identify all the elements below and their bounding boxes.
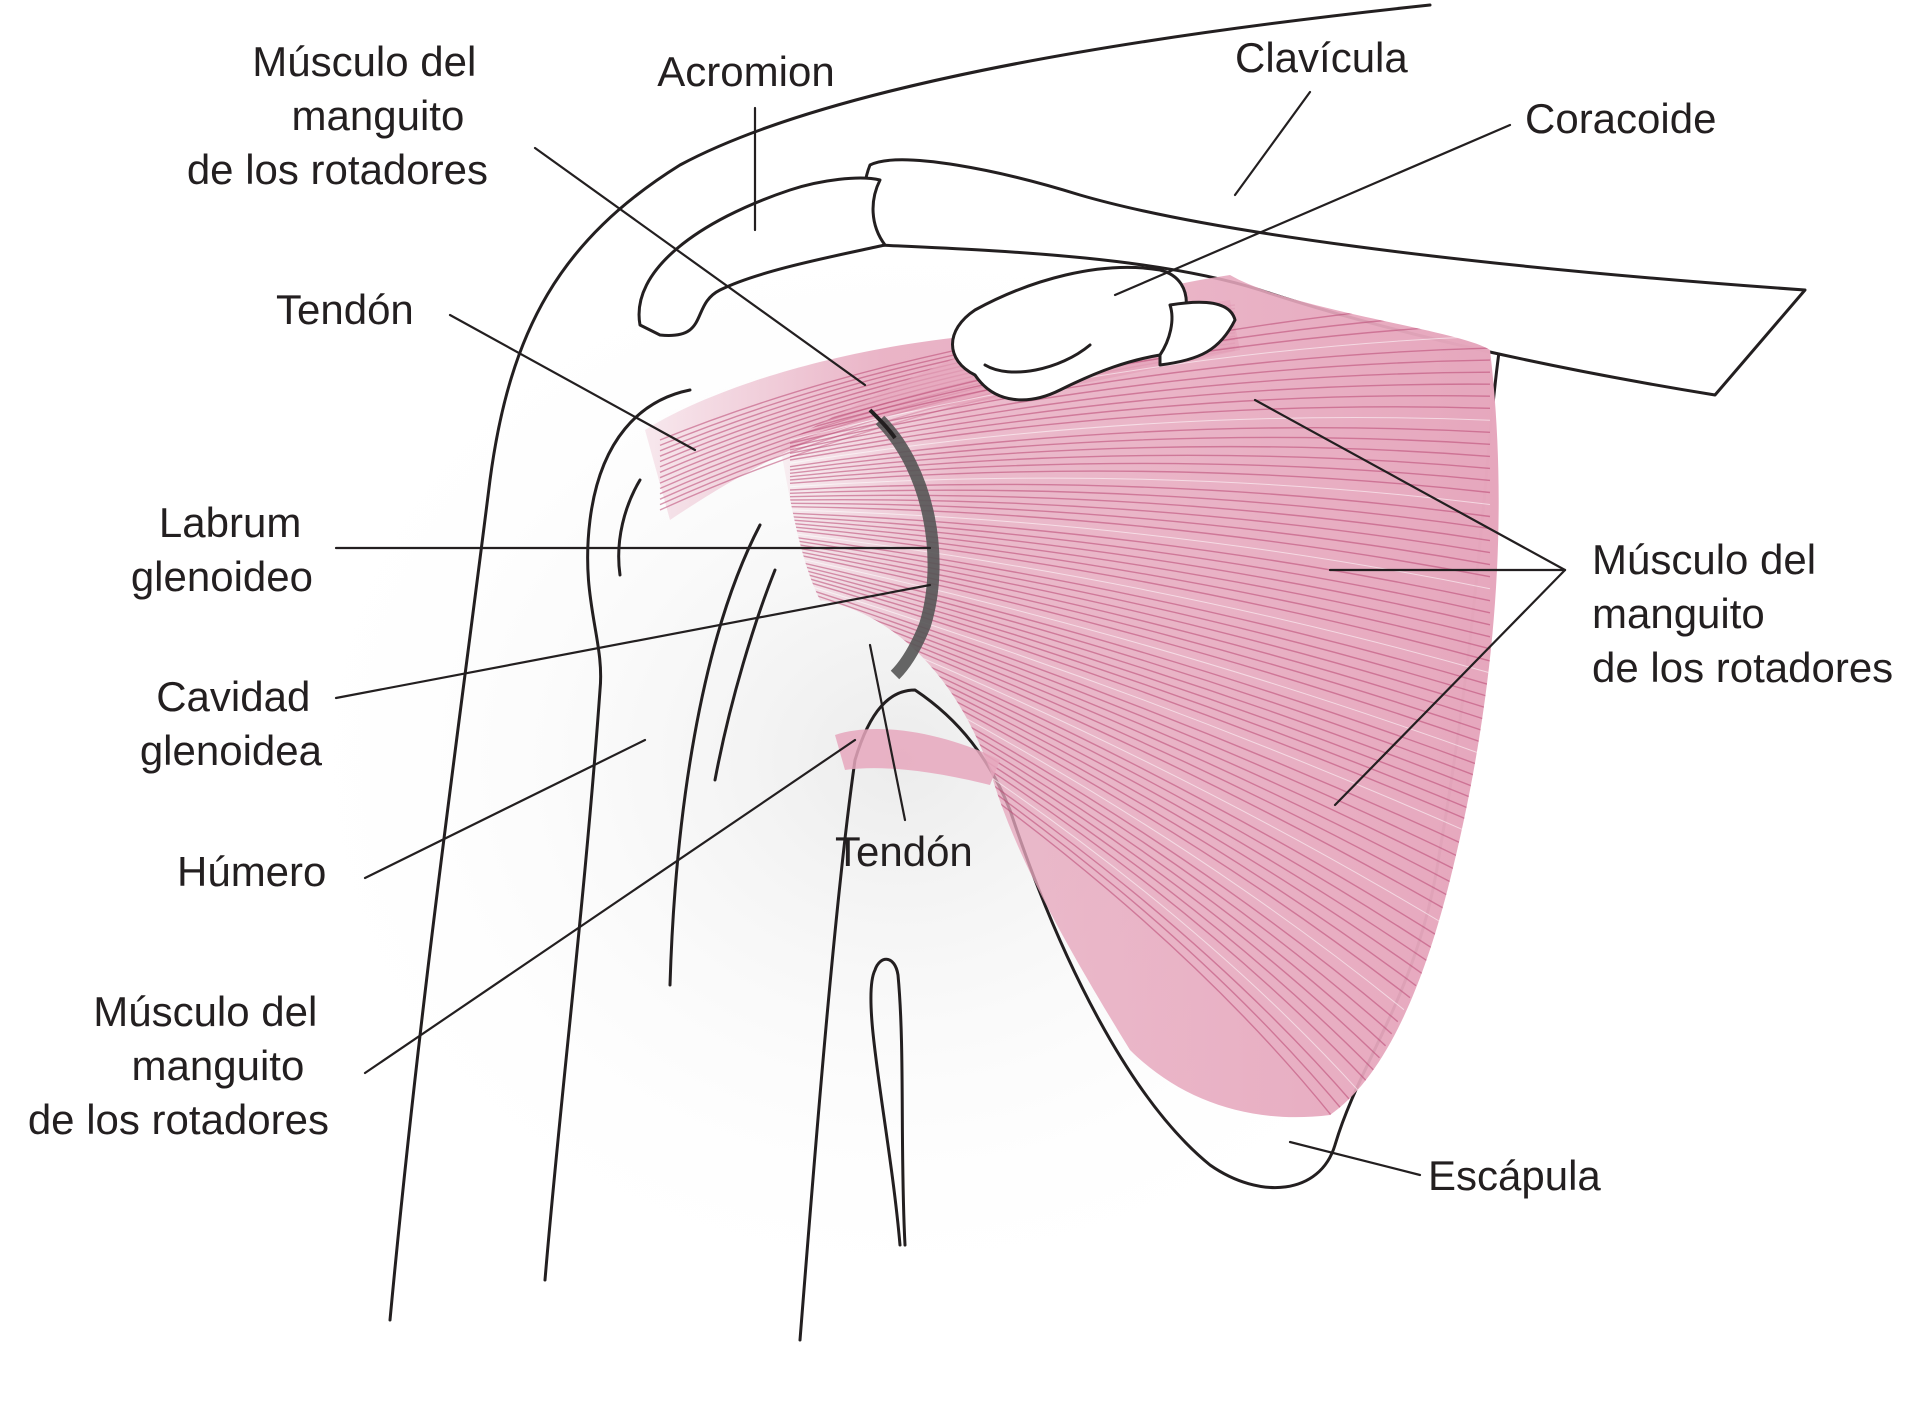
- muscle-fiber: [789, 502, 1491, 566]
- muscle-fiber: [789, 506, 1491, 578]
- humerus-head-arc-3: [713, 568, 777, 782]
- muscle-fiber: [789, 539, 1491, 698]
- muscle-fiber: [789, 582, 1484, 854]
- muscle-fiber: [789, 470, 1491, 494]
- muscle-fiber: [789, 477, 1491, 505]
- muscle-fiber: [789, 562, 1491, 782]
- humerus-outline-outer: [543, 388, 692, 1282]
- muscle-fiber: [789, 498, 1491, 554]
- glenoid-labrum-edge: [868, 408, 897, 440]
- muscle-fiber: [789, 323, 1491, 438]
- label-scapula: Escápula: [1428, 1152, 1601, 1199]
- muscle-fiber: [789, 572, 1491, 818]
- muscle-fiber: [789, 436, 1491, 471]
- muscle-fiber: [789, 542, 1491, 710]
- label-rotator-cuff-right: Músculo del manguito de los rotadores: [1592, 536, 1893, 691]
- muscle-fiber: [789, 559, 1491, 770]
- muscle-fiber: [789, 406, 1491, 461]
- muscle-fiber: [789, 589, 1472, 879]
- scapula-notch: [869, 957, 907, 1247]
- coracoid: [951, 265, 1188, 402]
- humerus-head-arc-1: [617, 478, 642, 577]
- muscle-fiber: [789, 556, 1491, 758]
- muscle-fiber: [789, 532, 1491, 674]
- glenoid-labrum: [875, 415, 940, 680]
- clavicle: [861, 158, 1807, 397]
- muscle-fiber: [789, 417, 1491, 464]
- label-tendon-upper: Tendón: [276, 286, 414, 333]
- muscle-fiber: [789, 454, 1491, 478]
- label-tendon-lower: Tendón: [835, 828, 973, 875]
- muscle-fiber: [789, 512, 1491, 602]
- muscle-fiber: [789, 586, 1478, 867]
- muscle-fiber: [789, 552, 1491, 746]
- muscle-fiber: [789, 426, 1491, 468]
- label-humerus: Húmero: [177, 848, 326, 895]
- coracoid-base: [1158, 300, 1237, 367]
- label-coracoid: Coracoide: [1525, 95, 1716, 142]
- muscle-fiber: [789, 566, 1491, 794]
- muscle-fiber: [789, 579, 1490, 842]
- muscle-fiber: [789, 546, 1491, 722]
- muscle-fiber: [789, 483, 1491, 518]
- muscle-fiber: [789, 462, 1491, 482]
- leader-lines: [334, 90, 1567, 1177]
- muscle-fiber: [789, 549, 1491, 734]
- label-rotator-cuff-top: Músculo del manguito de los rotadores: [187, 38, 488, 193]
- muscle-fiber: [789, 516, 1491, 614]
- muscle-fiber: [789, 347, 1491, 444]
- muscle-fiber: [789, 522, 1491, 638]
- muscle-fiber: [789, 494, 1491, 542]
- lower-tendon-muscle: [835, 729, 1000, 785]
- humerus-head-arc-2: [668, 523, 762, 987]
- label-glenoid-cavity: Cavidad glenoidea: [140, 673, 323, 774]
- label-acromion: Acromion: [657, 48, 834, 95]
- muscle-fiber: [789, 335, 1491, 441]
- muscle-fiber: [789, 489, 1491, 530]
- muscle-fiber: [789, 526, 1491, 650]
- label-labrum: Labrum glenoideo: [131, 499, 313, 600]
- shoulder-outline: [388, 3, 1432, 1322]
- labels: Músculo del manguito de los rotadores Ac…: [28, 34, 1893, 1199]
- muscle-fiber: [789, 529, 1491, 662]
- clavicle-lower-edge-cover: [1720, 292, 1900, 400]
- coracoid-inner-line: [983, 343, 1092, 374]
- muscle-fiber: [789, 576, 1491, 830]
- label-clavicle: Clavícula: [1235, 34, 1408, 81]
- muscle-fiber: [789, 519, 1491, 626]
- muscle-fiber: [789, 445, 1491, 474]
- subscapularis-muscle: [780, 275, 1499, 1118]
- muscle-fiber: [789, 536, 1491, 686]
- muscle-fiber: [789, 569, 1491, 806]
- label-rotator-cuff-bottom: Músculo del manguito de los rotadores: [28, 988, 329, 1143]
- acromion: [637, 176, 887, 337]
